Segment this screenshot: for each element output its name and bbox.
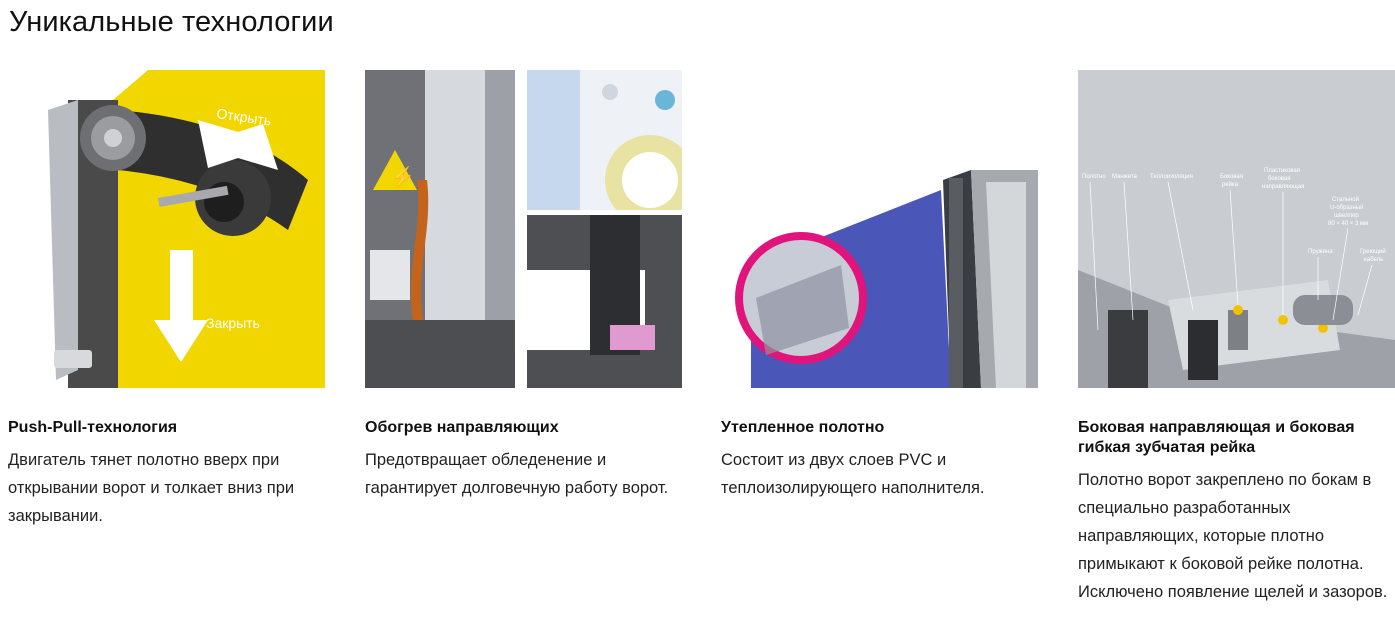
open-label: Открыть xyxy=(216,105,273,128)
svg-text:швеллер: швеллер xyxy=(1334,213,1359,219)
svg-text:80 × 40 × 3 мм: 80 × 40 × 3 мм xyxy=(1328,221,1368,227)
feature-description: Полотно ворот закреплено по бокам в спец… xyxy=(1078,471,1388,601)
feature-heading: Обогрев направляющих xyxy=(365,419,559,436)
feature-card-side-guide: Полотно Манжета Теплоизоляция Боковая ре… xyxy=(1078,70,1395,606)
svg-text:U-образный: U-образный xyxy=(1330,204,1363,211)
svg-text:⚡: ⚡ xyxy=(390,165,415,189)
svg-text:Стальной: Стальной xyxy=(1332,196,1359,203)
side-guide-illustration: Полотно Манжета Теплоизоляция Боковая ре… xyxy=(1078,70,1395,388)
feature-description: Состоит из двух слоев PVC и теплоизолиру… xyxy=(721,451,985,497)
svg-text:Пластиковая: Пластиковая xyxy=(1264,168,1300,174)
svg-text:Полотно: Полотно xyxy=(1082,174,1106,180)
page-title: Уникальные технологии xyxy=(9,6,334,38)
diagram-labels: Полотно Манжета Теплоизоляция Боковая ре… xyxy=(1082,168,1386,263)
feature-card-push-pull: Открыть Закрыть Push-Pull-технология Дви… xyxy=(8,70,326,530)
svg-text:рейка: рейка xyxy=(1222,181,1239,188)
feature-heading: Push-Pull-технология xyxy=(8,419,178,436)
feature-description: Предотвращает обледенение и гарантирует … xyxy=(365,451,669,497)
svg-text:кабель: кабель xyxy=(1364,257,1383,263)
svg-text:боковая: боковая xyxy=(1268,176,1291,182)
feature-heading: Боковая направляющая и боковая гибкая зу… xyxy=(1078,419,1355,456)
feature-card-heating: ⚡ Обогрев направляющих Предотвращает обл… xyxy=(365,70,683,502)
svg-text:Греющий: Греющий xyxy=(1360,248,1386,255)
svg-text:Боковая: Боковая xyxy=(1220,174,1243,180)
feature-heading: Утепленное полотно xyxy=(721,419,885,436)
heating-illustration: ⚡ xyxy=(365,70,682,388)
push-pull-illustration: Открыть Закрыть xyxy=(8,70,325,388)
svg-text:Теплоизоляция: Теплоизоляция xyxy=(1150,174,1193,180)
svg-text:Манжета: Манжета xyxy=(1112,174,1138,180)
feature-description: Двигатель тянет полотно вверх при открыв… xyxy=(8,451,295,525)
svg-text:направляющая: направляющая xyxy=(1262,184,1304,190)
close-label: Закрыть xyxy=(206,315,260,331)
insulated-panel-illustration xyxy=(721,70,1038,388)
feature-card-insulated: Утепленное полотно Состоит из двух слоев… xyxy=(721,70,1039,502)
svg-text:Пружина: Пружина xyxy=(1308,249,1333,255)
